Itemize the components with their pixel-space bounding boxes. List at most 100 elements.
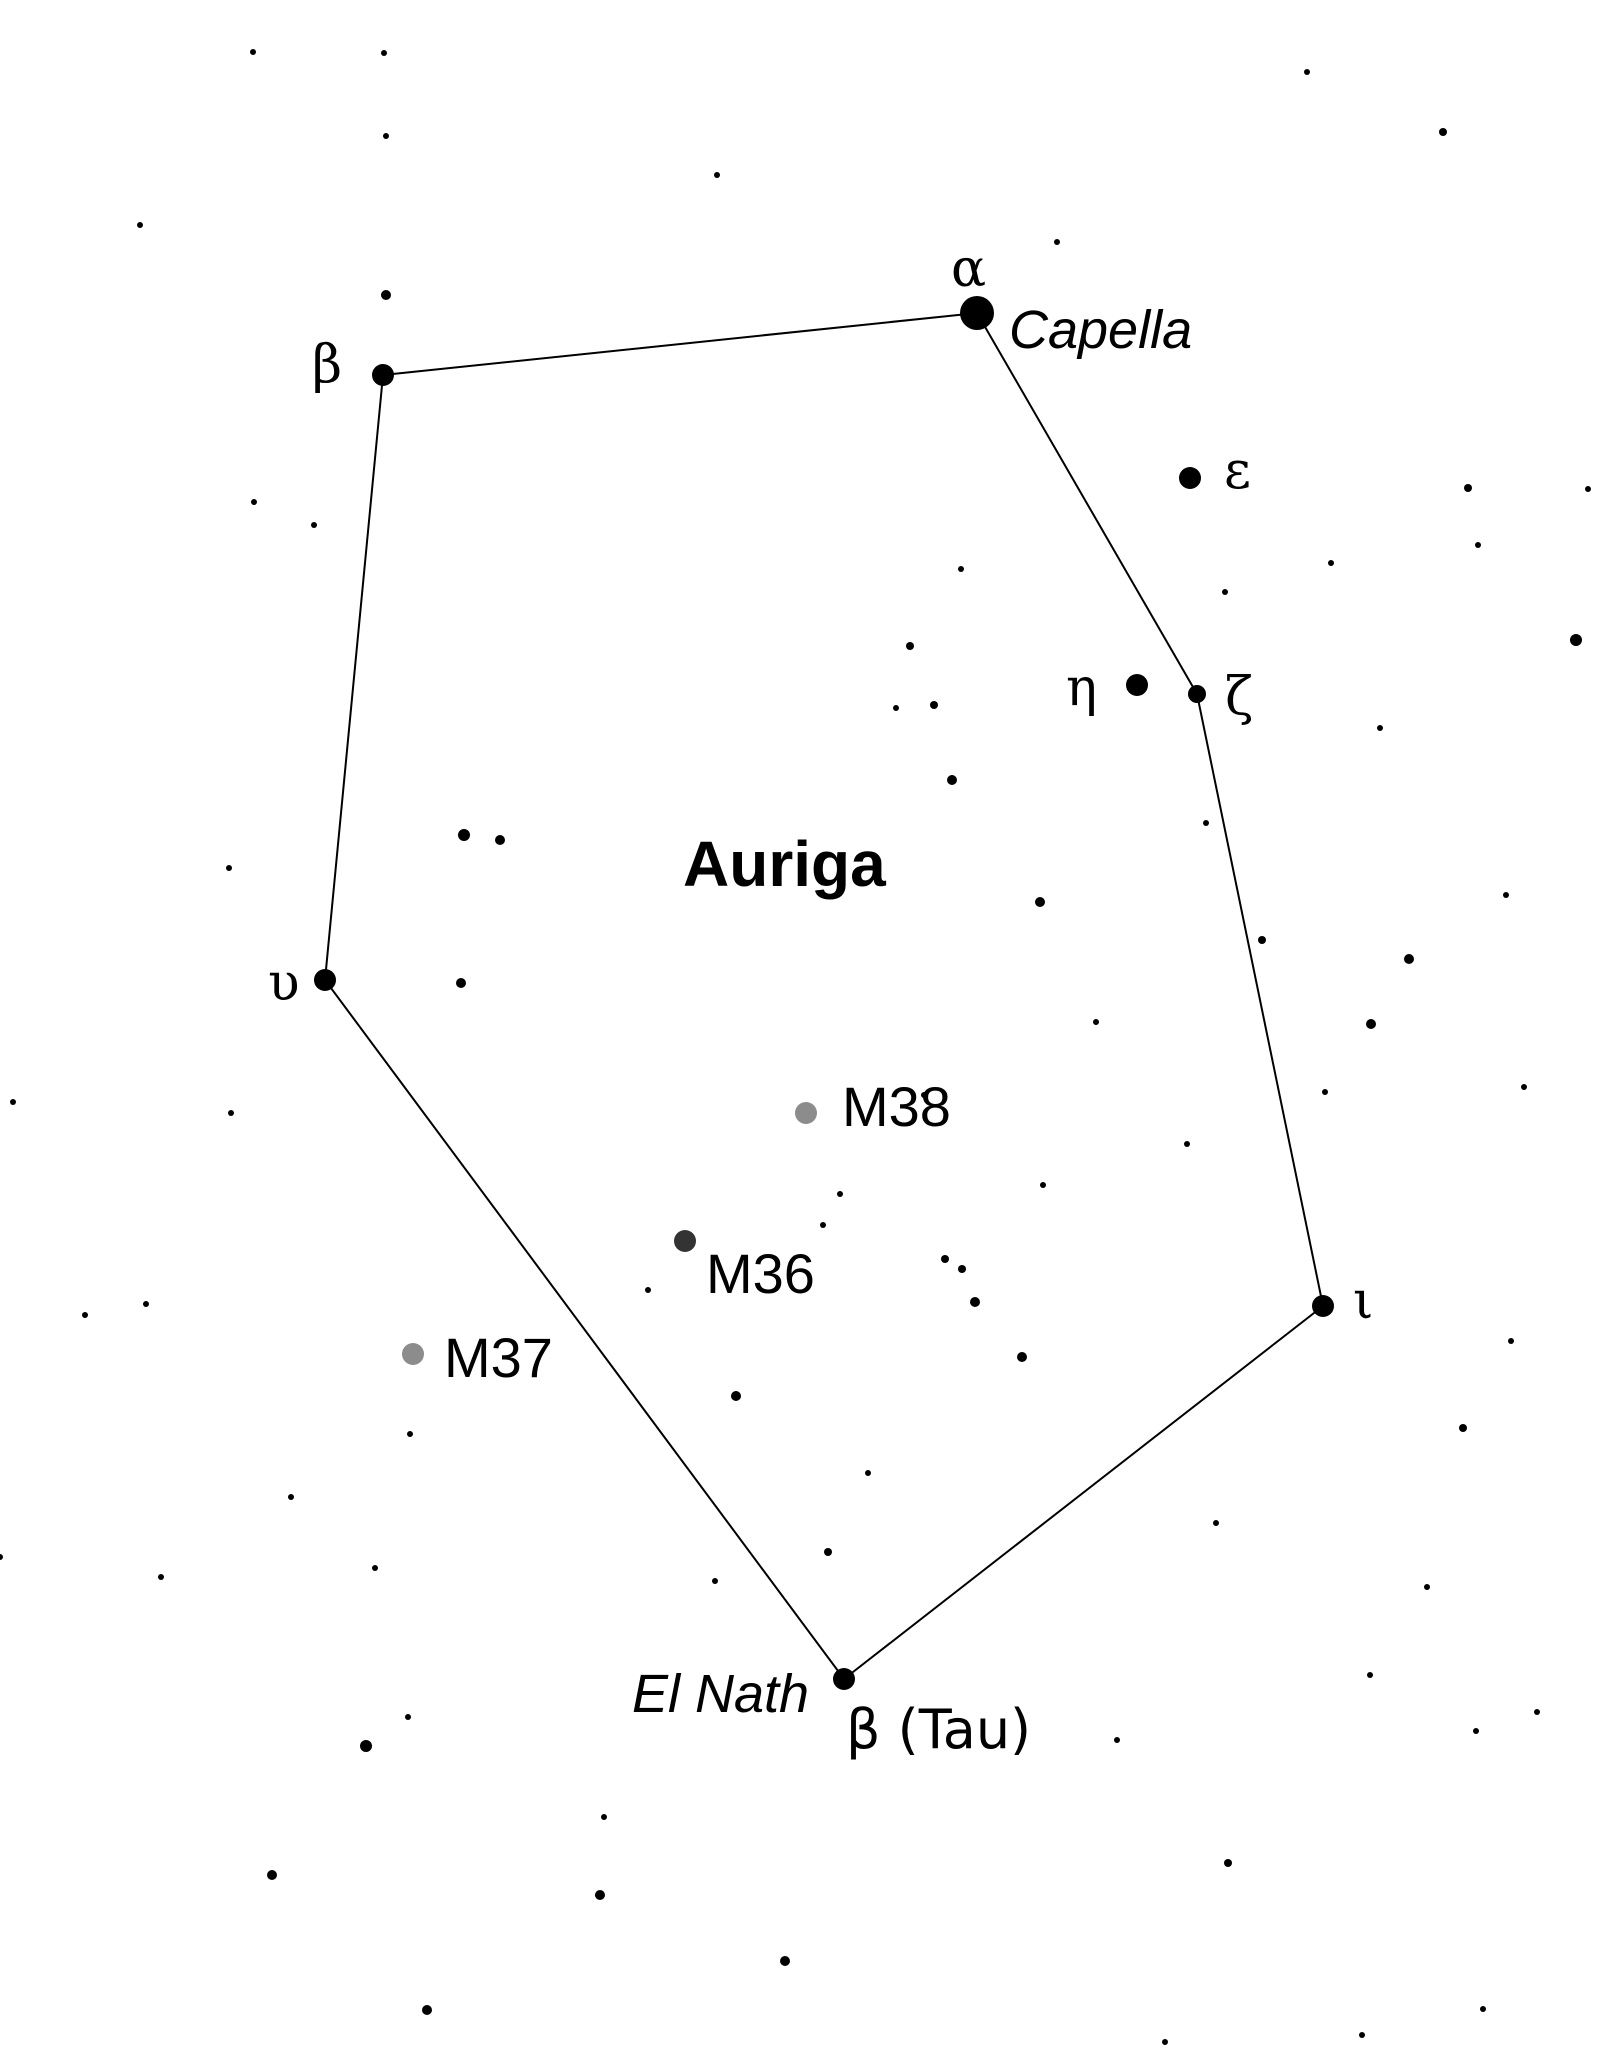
- field-star: [958, 566, 964, 572]
- capella-label: Capella: [1009, 300, 1192, 360]
- field-star: [1093, 1019, 1099, 1025]
- cluster-m36-dot: [674, 1230, 696, 1252]
- alpha-label: α: [951, 239, 986, 299]
- field-star: [941, 1255, 949, 1263]
- field-star: [360, 1740, 372, 1752]
- field-star: [731, 1391, 741, 1401]
- field-star: [1404, 954, 1414, 964]
- star-eta: [1126, 674, 1148, 696]
- m38-label: M38: [842, 1075, 951, 1138]
- field-star: [1224, 1859, 1232, 1867]
- field-star: [250, 49, 256, 55]
- field-star: [137, 222, 143, 228]
- field-star: [1508, 1338, 1514, 1344]
- field-star: [1367, 1672, 1373, 1678]
- field-star: [383, 133, 389, 139]
- star-epsilon: [1179, 467, 1201, 489]
- field-star: [456, 978, 466, 988]
- field-star: [1203, 820, 1209, 826]
- field-star: [1222, 589, 1228, 595]
- constellation-outline: [323, 311, 1325, 1681]
- field-star: [824, 1548, 832, 1556]
- field-star: [1322, 1089, 1328, 1095]
- field-star: [780, 1956, 790, 1966]
- field-star: [1359, 2032, 1365, 2038]
- beta-label: β: [312, 335, 342, 395]
- field-star: [958, 1265, 966, 1273]
- field-star: [381, 290, 391, 300]
- field-star: [970, 1297, 980, 1307]
- field-star: [381, 50, 387, 56]
- field-star: [1473, 1728, 1479, 1734]
- field-star: [311, 522, 317, 528]
- field-star: [1475, 542, 1481, 548]
- field-star: [947, 775, 957, 785]
- field-star: [1114, 1737, 1120, 1743]
- field-star: [1328, 560, 1334, 566]
- iota-label: ι: [1353, 1271, 1373, 1331]
- field-star: [1464, 484, 1472, 492]
- beta-tau-label: β (Tau): [846, 1698, 1031, 1761]
- field-star: [1304, 69, 1310, 75]
- zeta-label: ζ: [1225, 667, 1253, 727]
- field-star: [495, 835, 505, 845]
- background-stars: [0, 49, 1591, 2045]
- m37-label: M37: [444, 1326, 553, 1389]
- cluster-m38-dot: [795, 1102, 817, 1124]
- field-star: [1366, 1019, 1376, 1029]
- field-star: [10, 1099, 16, 1105]
- star-beta: [372, 364, 394, 386]
- field-star: [372, 1565, 378, 1571]
- field-star: [288, 1494, 294, 1500]
- field-star: [405, 1714, 411, 1720]
- field-star: [1503, 892, 1509, 898]
- cluster-m37-dot: [402, 1343, 424, 1365]
- field-star: [1459, 1424, 1467, 1432]
- el-nath-label: El Nath: [632, 1664, 809, 1724]
- field-star: [82, 1312, 88, 1318]
- upsilon-label: υ: [268, 953, 300, 1013]
- star-beta-tau: [833, 1668, 855, 1690]
- m36-label: M36: [706, 1242, 815, 1305]
- field-star: [645, 1287, 651, 1293]
- field-star: [906, 642, 914, 650]
- field-star: [1184, 1141, 1190, 1147]
- field-star: [407, 1431, 413, 1437]
- field-star: [267, 1870, 277, 1880]
- epsilon-label: ε: [1224, 441, 1251, 501]
- field-star: [0, 1554, 3, 1560]
- field-star: [1258, 936, 1266, 944]
- field-star: [1534, 1709, 1540, 1715]
- star-alpha: [960, 296, 994, 330]
- field-star: [1521, 1084, 1527, 1090]
- field-star: [820, 1222, 826, 1228]
- field-star: [422, 2005, 432, 2015]
- field-star: [1017, 1352, 1027, 1362]
- field-star: [865, 1470, 871, 1476]
- field-star: [837, 1191, 843, 1197]
- field-star: [226, 865, 232, 871]
- field-star: [601, 1814, 607, 1820]
- eta-label: η: [1066, 658, 1097, 718]
- field-star: [1570, 634, 1582, 646]
- field-star: [893, 705, 899, 711]
- field-star: [1162, 2039, 1168, 2045]
- field-star: [714, 172, 720, 178]
- field-star: [1480, 2006, 1486, 2012]
- field-star: [595, 1892, 601, 1898]
- field-star: [158, 1574, 164, 1580]
- field-star: [1054, 239, 1060, 245]
- field-star: [458, 829, 470, 841]
- star-zeta: [1188, 685, 1206, 703]
- field-star: [1377, 725, 1383, 731]
- field-star: [921, 1092, 927, 1098]
- field-star: [1213, 1520, 1219, 1526]
- field-star: [228, 1110, 234, 1116]
- field-star: [712, 1578, 718, 1584]
- field-star: [251, 499, 257, 505]
- field-star: [1035, 897, 1045, 907]
- field-star: [1424, 1584, 1430, 1590]
- field-star: [143, 1301, 149, 1307]
- star-upsilon: [314, 969, 336, 991]
